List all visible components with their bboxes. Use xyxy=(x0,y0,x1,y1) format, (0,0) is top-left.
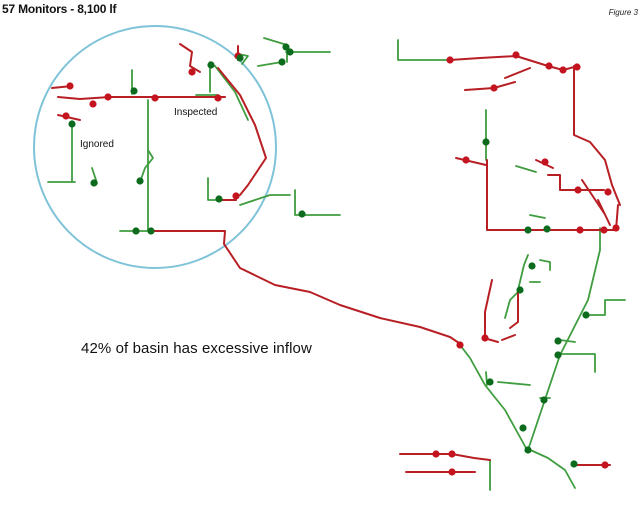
green-node xyxy=(90,179,98,187)
green-nodes xyxy=(68,43,590,468)
green-node xyxy=(286,48,294,56)
red-node xyxy=(601,461,609,469)
diagram-caption: 42% of basin has excessive inflow xyxy=(81,340,312,357)
green-node xyxy=(486,378,494,386)
green-node xyxy=(207,61,215,69)
red-node xyxy=(545,62,553,70)
red-node xyxy=(573,63,581,71)
green-node xyxy=(582,311,590,319)
red-node xyxy=(151,94,159,102)
green-pipes xyxy=(47,37,626,491)
red-node xyxy=(574,186,582,194)
red-node xyxy=(214,94,222,102)
green-node xyxy=(147,227,155,235)
red-node xyxy=(456,341,464,349)
green-node xyxy=(554,337,562,345)
green-node xyxy=(278,58,286,66)
red-node xyxy=(89,100,97,108)
green-node xyxy=(524,446,532,454)
red-node xyxy=(188,68,196,76)
red-node xyxy=(559,66,567,74)
green-node xyxy=(236,54,244,62)
green-node xyxy=(215,195,223,203)
green-node xyxy=(524,226,532,234)
green-node xyxy=(516,286,524,294)
red-node xyxy=(62,112,70,120)
red-node xyxy=(612,224,620,232)
red-node xyxy=(600,226,608,234)
red-node xyxy=(541,158,549,166)
inspected-area-circle xyxy=(33,25,277,269)
red-node xyxy=(604,188,612,196)
red-node xyxy=(462,156,470,164)
red-node xyxy=(432,450,440,458)
figure-label: Figure 3 xyxy=(608,8,638,17)
green-node xyxy=(482,138,490,146)
diagram-title: 57 Monitors - 8,100 lf xyxy=(2,2,117,16)
green-node xyxy=(528,262,536,270)
green-node xyxy=(282,43,290,51)
red-node xyxy=(576,226,584,234)
green-node xyxy=(130,87,138,95)
green-node xyxy=(554,351,562,359)
green-node xyxy=(68,120,76,128)
green-node xyxy=(543,225,551,233)
red-node xyxy=(66,82,74,90)
red-node xyxy=(104,93,112,101)
red-node xyxy=(481,334,489,342)
red-node xyxy=(446,56,454,64)
green-node xyxy=(132,227,140,235)
red-node xyxy=(448,468,456,476)
ignored-label: Ignored xyxy=(80,139,114,150)
green-node xyxy=(570,460,578,468)
red-node xyxy=(512,51,520,59)
red-node xyxy=(490,84,498,92)
red-pipes xyxy=(51,43,621,473)
green-node xyxy=(519,424,527,432)
red-node xyxy=(448,450,456,458)
inspected-label: Inspected xyxy=(174,107,218,118)
green-node xyxy=(136,177,144,185)
green-node xyxy=(298,210,306,218)
red-node xyxy=(232,192,240,200)
green-node xyxy=(540,396,548,404)
red-nodes xyxy=(62,51,620,476)
